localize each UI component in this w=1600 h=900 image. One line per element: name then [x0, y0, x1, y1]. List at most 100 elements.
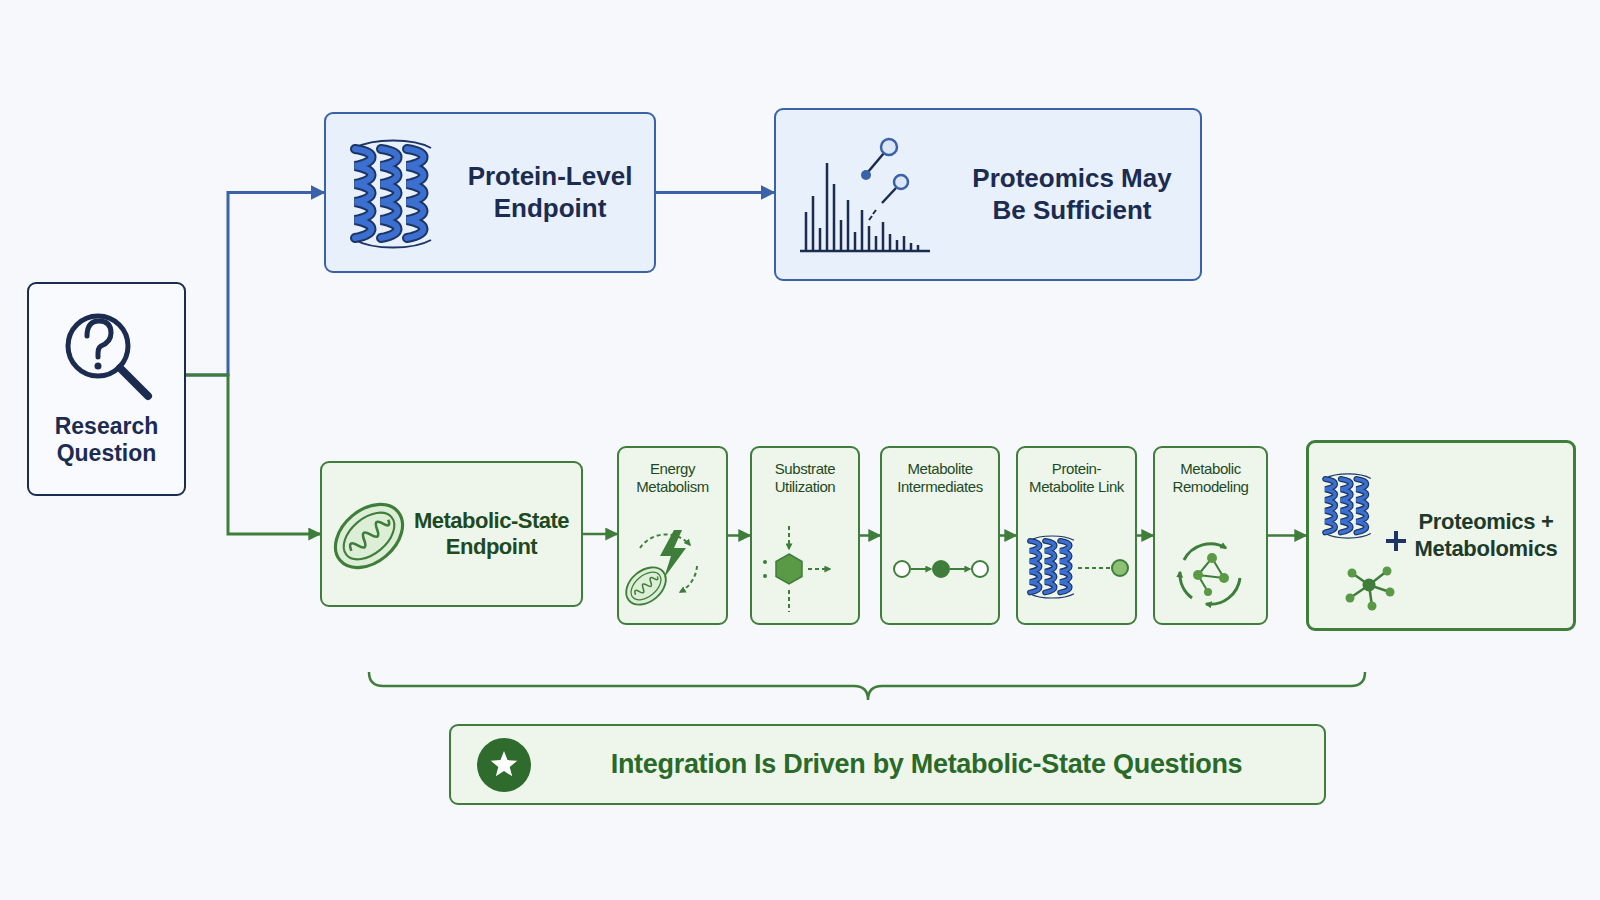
- node-label: Energy Metabolism: [622, 460, 723, 496]
- illustration-shape: [1350, 571, 1390, 606]
- star-badge: [477, 738, 531, 792]
- node-label: Integration Is Driven by Metabolic-State…: [611, 748, 1243, 780]
- illustration-shape: [491, 751, 518, 776]
- illustration-shape: [933, 561, 949, 577]
- illustration-shape: [847, 200, 850, 251]
- flow-arrow: [656, 191, 774, 194]
- illustration-shape: [910, 243, 913, 251]
- illustration-shape: [889, 234, 892, 251]
- illustration-shape: [840, 220, 843, 251]
- protein-helix: [355, 141, 431, 248]
- illustration-shape: [680, 566, 697, 592]
- illustration-shape: [854, 232, 857, 251]
- endpoint-box: Metabolic-State Endpoint: [320, 461, 583, 607]
- flow-arrow: [728, 534, 750, 537]
- node-label: Proteomics + Metabolomics: [1405, 509, 1567, 562]
- integration-symbols: [1346, 531, 1407, 611]
- illustration-shape: [861, 210, 864, 251]
- illustration-shape: [1386, 588, 1395, 597]
- mitochondrion-icon: [619, 560, 673, 612]
- question-box: Research Question: [27, 282, 186, 496]
- step-box: Metabolic Remodeling: [1153, 446, 1268, 625]
- illustration-shape: [1363, 579, 1376, 592]
- illustration-shape: [896, 240, 899, 251]
- illustration-shape: [1348, 569, 1357, 578]
- node-label: Metabolic Remodeling: [1158, 460, 1263, 496]
- illustration-shape: [1212, 558, 1224, 578]
- illustration-shape: [95, 363, 102, 370]
- illustration-shape: [87, 321, 111, 357]
- illustration-shape: [903, 236, 906, 251]
- step-box: Energy Metabolism: [617, 446, 728, 625]
- node-label: Proteomics May Be Sufficient: [965, 163, 1180, 225]
- illustration-shape: [972, 561, 988, 577]
- illustration-shape: [1198, 558, 1212, 575]
- flow-arrow: [860, 534, 880, 537]
- energy-symbol: [640, 530, 697, 592]
- node-label: Metabolic-State Endpoint: [408, 508, 575, 561]
- illustration-shape: [894, 561, 910, 577]
- illustration-shape: [1207, 553, 1217, 563]
- illustration-shape: [477, 738, 531, 792]
- illustration-shape: [819, 228, 822, 251]
- conclusion-banner: Integration Is Driven by Metabolic-State…: [449, 724, 1326, 805]
- illustration-shape: [861, 170, 871, 180]
- illustration-shape: [882, 188, 896, 203]
- endpoint-box: Protein-Level Endpoint: [324, 112, 656, 273]
- illustration-shape: [1346, 594, 1355, 603]
- illustration-shape: [875, 236, 878, 251]
- flow-arrow: [186, 193, 324, 376]
- illustration-shape: [763, 574, 767, 578]
- illustration-shape: [805, 212, 808, 251]
- illustration-shape: [826, 163, 829, 251]
- flow-arrow: [1137, 534, 1153, 537]
- remodeling-cycle: [1180, 544, 1240, 605]
- step-box: Protein-Metabolite Link: [1016, 446, 1137, 625]
- illustration-shape: [882, 222, 885, 251]
- illustration-shape: [1193, 570, 1203, 580]
- illustration-shape: [1112, 560, 1128, 576]
- illustration-shape: [894, 175, 908, 189]
- illustration-shape: [833, 184, 836, 251]
- node-label: Substrate Utilization: [755, 460, 855, 496]
- node-label: Protein-Level Endpoint: [456, 161, 644, 223]
- illustration-shape: [660, 530, 686, 578]
- substrate-symbol: [763, 526, 830, 612]
- illustration-shape: [1078, 567, 1110, 569]
- illustration-shape: [1219, 573, 1229, 583]
- illustration-shape: [800, 250, 930, 253]
- illustration-shape: [788, 590, 790, 612]
- illustration-shape: [1350, 585, 1369, 598]
- node-label: Research Question: [37, 413, 177, 468]
- illustration-shape: [776, 554, 802, 584]
- illustration-shape: [868, 153, 884, 172]
- connector-group: [186, 193, 1306, 536]
- illustration-shape: [1352, 573, 1369, 585]
- illustration-shape: [1369, 585, 1372, 606]
- flow-arrow: [186, 375, 320, 534]
- outcome-box: Proteomics May Be Sufficient: [774, 108, 1202, 281]
- protein-helix: [1030, 536, 1074, 598]
- illustration-shape: [1369, 571, 1387, 585]
- illustration-shape: [68, 316, 128, 376]
- illustration-shape: [868, 226, 871, 251]
- illustration-shape: [788, 526, 790, 549]
- illustration-shape: [1198, 575, 1224, 578]
- link-symbol: [1078, 560, 1128, 576]
- intermediate-chain: [894, 561, 988, 577]
- illustration-shape: [1184, 544, 1226, 560]
- illustration-shape: [1204, 588, 1212, 596]
- illustration-shape: [1180, 572, 1192, 598]
- illustration-shape: [808, 568, 830, 570]
- illustration-shape: [120, 368, 148, 396]
- grouping-brace: [369, 672, 1365, 700]
- question-magnifier: [68, 316, 148, 396]
- illustration-shape: [911, 568, 931, 570]
- mass-spectrum: [800, 163, 930, 251]
- illustration-shape: [881, 139, 897, 155]
- flow-arrow: [1000, 534, 1016, 537]
- protein-helix: [1325, 474, 1371, 538]
- illustration-shape: [1386, 539, 1406, 543]
- illustration-shape: [917, 245, 920, 251]
